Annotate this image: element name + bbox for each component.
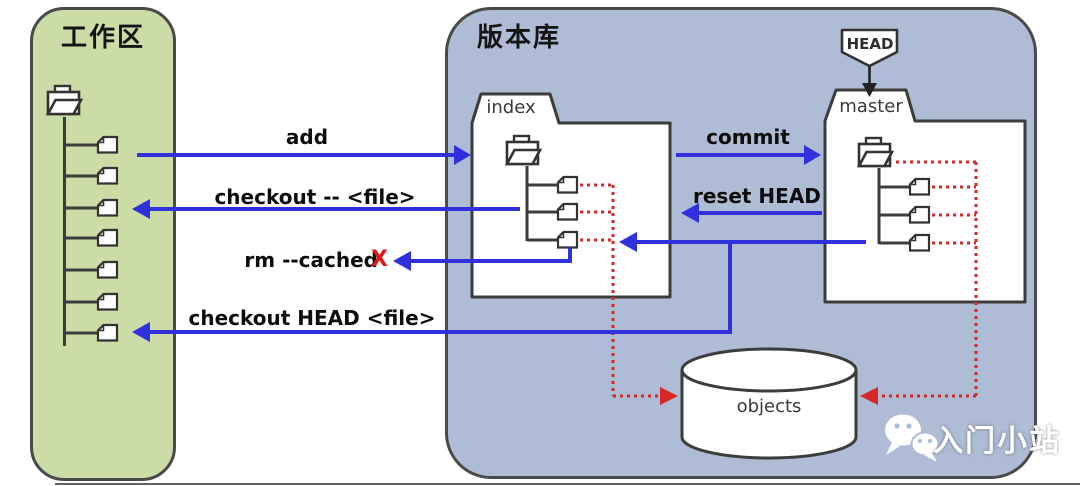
rm-cached-command-label: rm --cached (244, 248, 378, 272)
folder-icon (46, 84, 83, 116)
rm-cached-arrow-line (408, 247, 572, 263)
bottom-artifact-line (55, 483, 1080, 485)
checkout-file-command-label: checkout -- <file> (214, 185, 416, 209)
wechat-icon (885, 414, 940, 462)
file-icon (556, 175, 579, 194)
file-icon (96, 323, 119, 342)
add-arrowhead (454, 145, 471, 165)
head-banner (840, 28, 899, 68)
rm-cached-arrowhead (393, 251, 411, 271)
file-icon (556, 202, 579, 221)
objects-cylinder-top (680, 347, 858, 393)
checkout-head-branch-arrowhead (132, 322, 150, 342)
objects-label: objects (736, 396, 802, 417)
repository-title: 版本库 (477, 23, 562, 53)
reset-head-arrowhead (681, 203, 699, 223)
file-icon (908, 177, 931, 196)
checkout-head-arrowhead (619, 232, 637, 252)
reset-head-command-label: reset HEAD (693, 184, 821, 208)
watermark-text: 入门小站 (933, 424, 1061, 459)
file-icon (908, 205, 931, 224)
index-object-arrowhead (660, 387, 678, 405)
objects-cylinder-body (680, 370, 858, 460)
checkout-file-arrowhead (132, 199, 150, 219)
file-icon (96, 135, 119, 154)
index-label: index (486, 97, 536, 118)
file-icon (556, 230, 579, 249)
file-icon (96, 260, 119, 279)
file-icon (96, 292, 119, 311)
file-icon (96, 228, 119, 247)
working-tree (63, 117, 97, 346)
master-object-arrowhead (860, 387, 878, 405)
master-label: master (839, 96, 903, 117)
file-icon (908, 233, 931, 252)
head-label: HEAD (846, 35, 894, 53)
master-object-links (876, 160, 978, 398)
working-area-title: 工作区 (60, 23, 145, 53)
master-folder (823, 88, 1027, 304)
rm-cached-x-mark: X (371, 247, 388, 272)
index-folder (470, 92, 672, 299)
file-icon (96, 166, 119, 185)
checkout-head-branch-line (147, 242, 732, 334)
index-tree (525, 166, 557, 242)
commit-command-label: commit (706, 125, 790, 149)
checkout-head-command-label: checkout HEAD <file> (188, 306, 436, 330)
master-tree (877, 168, 909, 245)
index-object-links (580, 183, 662, 398)
file-icon (96, 198, 119, 217)
head-pointer-arrowhead (862, 83, 877, 97)
commit-arrowhead (804, 145, 821, 165)
add-command-label: add (285, 125, 329, 149)
